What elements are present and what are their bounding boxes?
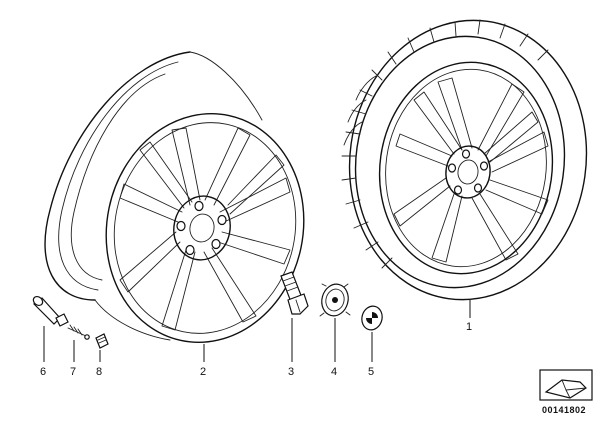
callout-label: 3 xyxy=(288,366,294,378)
valve-cap-drawing xyxy=(95,333,109,349)
rim-drawing xyxy=(44,51,305,344)
hub-cap-drawing xyxy=(319,283,351,317)
callout-label: 6 xyxy=(40,366,46,378)
callout-2: 2 xyxy=(200,344,206,378)
callouts: 1 2 3 4 5 6 7 8 xyxy=(40,300,472,378)
wheel-segment-icon xyxy=(544,379,587,399)
wheel-with-tire-drawing xyxy=(341,19,588,301)
callout-7: 7 xyxy=(70,340,76,378)
wheel-bolt-drawing xyxy=(280,271,309,315)
callout-4: 4 xyxy=(331,318,337,378)
callout-label: 8 xyxy=(96,366,102,378)
callout-1: 1 xyxy=(466,300,472,333)
document-number: 00141802 xyxy=(542,405,586,415)
callout-5: 5 xyxy=(368,332,374,378)
callout-3: 3 xyxy=(288,318,294,378)
emblem-drawing xyxy=(361,305,383,331)
reference-box: 00141802 xyxy=(539,369,593,415)
callout-6: 6 xyxy=(40,326,46,378)
callout-8: 8 xyxy=(96,350,102,378)
callout-label: 2 xyxy=(200,366,206,378)
valve-insert-drawing xyxy=(67,324,90,340)
callout-label: 1 xyxy=(466,321,472,333)
callout-label: 7 xyxy=(70,366,76,378)
valve-drawing xyxy=(32,295,69,327)
callout-label: 5 xyxy=(368,366,374,378)
callout-label: 4 xyxy=(331,366,337,378)
